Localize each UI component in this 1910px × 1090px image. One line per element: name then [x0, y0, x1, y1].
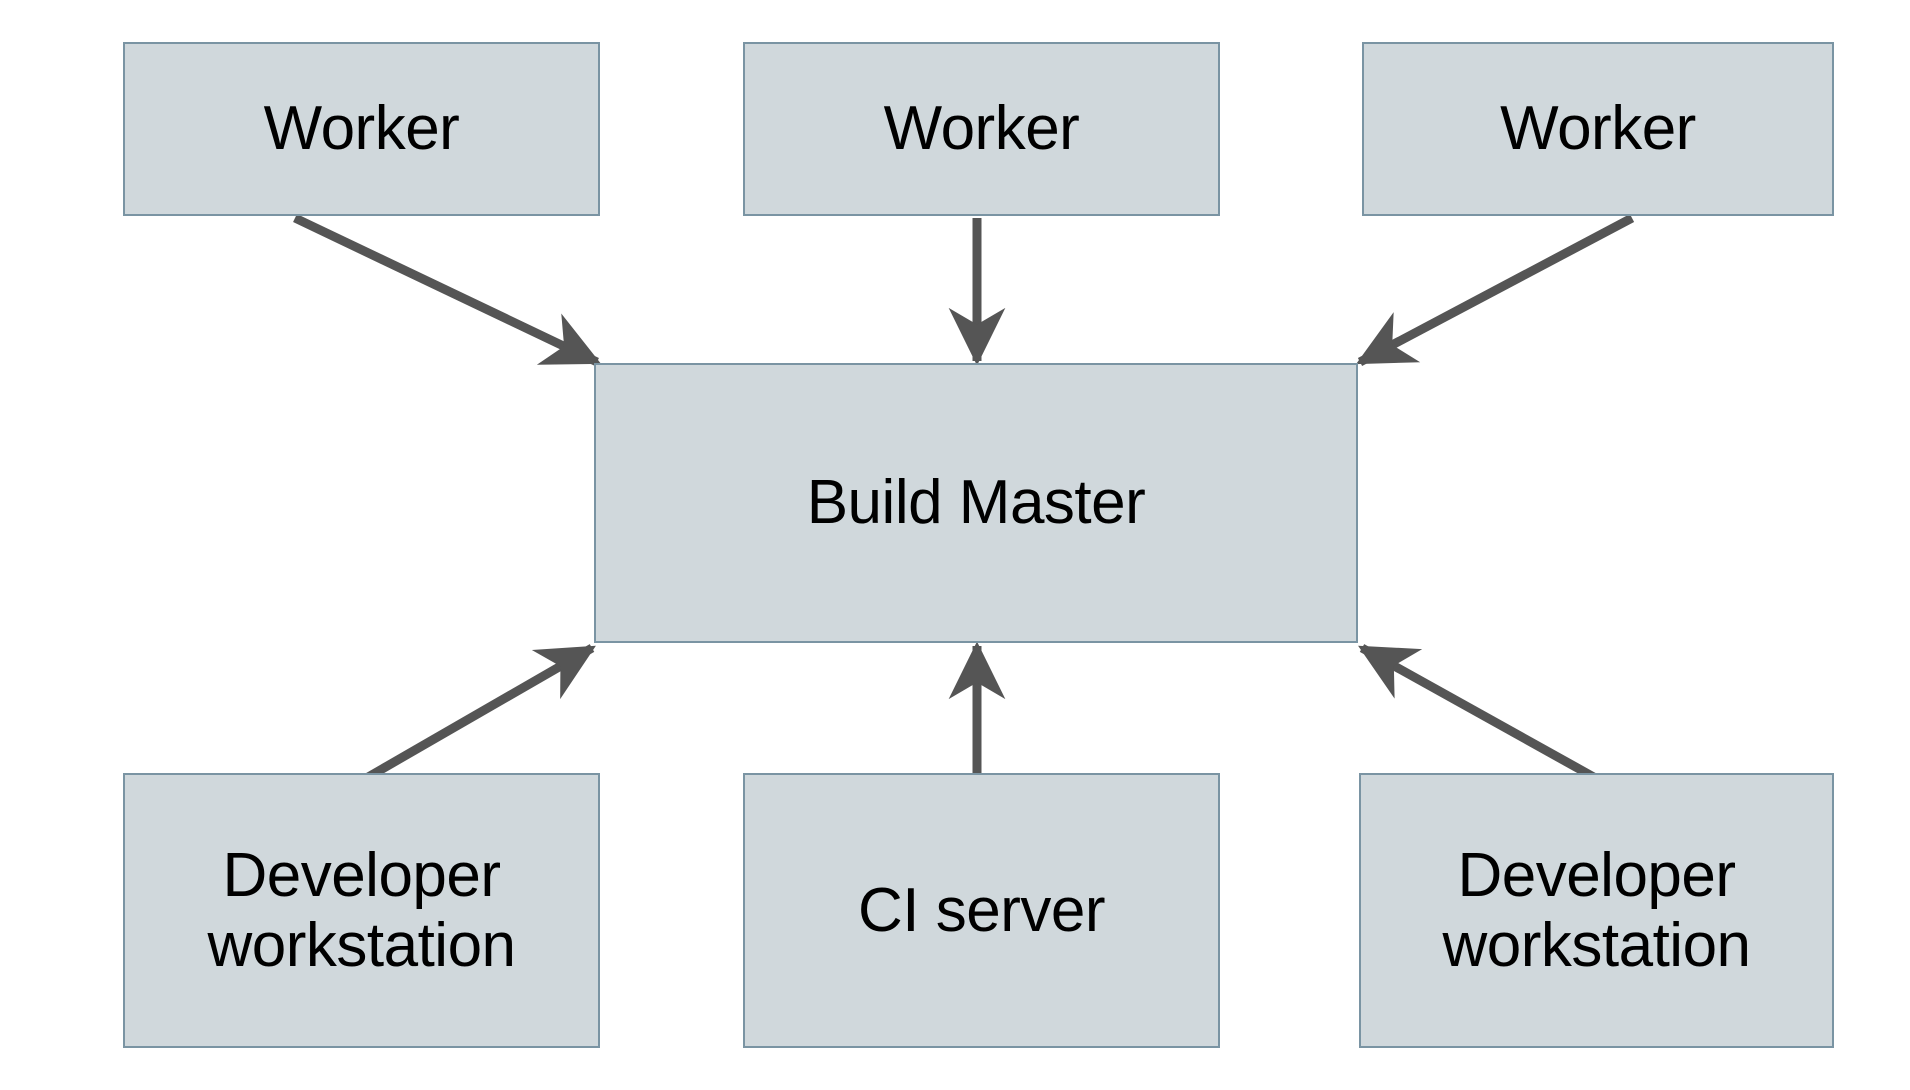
node-label-worker-center: Worker — [883, 94, 1080, 164]
edge-dev-left-to-master — [360, 644, 596, 784]
node-worker-left[interactable]: Worker — [123, 42, 600, 216]
node-build-master[interactable]: Build Master — [594, 363, 1358, 643]
edge-worker-left-to-master — [293, 213, 602, 367]
node-label-dev-left: Developer workstation — [207, 841, 516, 980]
node-worker-right[interactable]: Worker — [1362, 42, 1834, 216]
node-label-dev-right: Developer workstation — [1442, 841, 1751, 980]
node-ci-server[interactable]: CI server — [743, 773, 1220, 1048]
node-label-ci-server: CI server — [858, 875, 1105, 945]
node-dev-right[interactable]: Developer workstation — [1359, 773, 1834, 1048]
node-label-worker-right: Worker — [1500, 94, 1696, 164]
node-label-build-master: Build Master — [806, 468, 1146, 538]
node-worker-center[interactable]: Worker — [743, 42, 1220, 216]
edge-dev-right-to-master — [1358, 644, 1602, 784]
node-dev-left[interactable]: Developer workstation — [123, 773, 600, 1048]
edge-worker-right-to-master — [1356, 214, 1635, 366]
node-label-worker-left: Worker — [263, 94, 460, 164]
